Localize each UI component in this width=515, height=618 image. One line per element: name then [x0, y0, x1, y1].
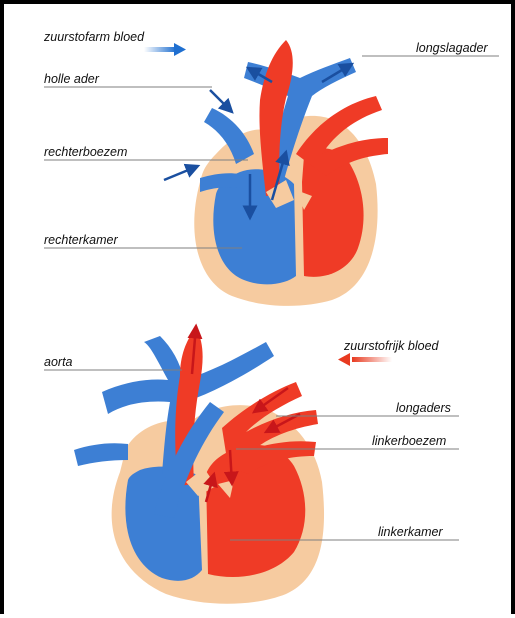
label-aorta: aorta: [44, 355, 73, 369]
bottom-inferior-vena: [74, 443, 128, 466]
legend-blue-arrow-shaft: [144, 47, 176, 52]
legend-red-arrow-shaft: [352, 357, 392, 362]
top-heart: [164, 40, 388, 306]
label-rechterboezem: rechterboezem: [44, 145, 127, 159]
label-linkerboezem: linkerboezem: [372, 434, 446, 448]
label-longaders: longaders: [396, 401, 451, 415]
label-longslagader: longslagader: [416, 41, 488, 55]
bottom-heart: [74, 326, 324, 604]
legend-oxygenated-label: zuurstofrijk bloed: [344, 339, 439, 353]
label-holle-ader: holle ader: [44, 72, 99, 86]
top-arrow-inferior: [164, 166, 198, 180]
label-rechterkamer: rechterkamer: [44, 233, 118, 247]
legend-deoxygenated-label: zuurstofarm bloed: [44, 30, 144, 44]
legend-blue-arrow-head: [174, 43, 186, 56]
label-linkerkamer: linkerkamer: [378, 525, 443, 539]
legend-red-arrow-head: [338, 353, 350, 366]
